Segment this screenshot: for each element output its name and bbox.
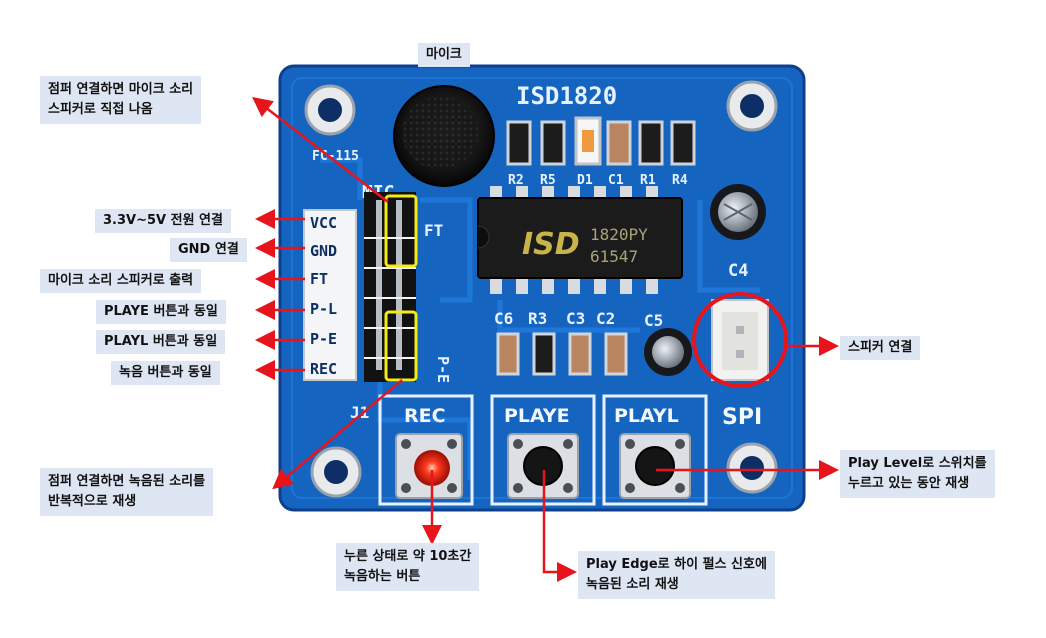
chip-brand: ISD: [522, 227, 580, 262]
board-model: FC-115: [312, 149, 359, 164]
ft-mark: FT: [424, 221, 443, 240]
pin-ft: FT: [310, 270, 328, 288]
spi-mark: SPI: [722, 405, 762, 430]
chip-lot: 61547: [590, 247, 638, 266]
play-level-line1: Play Level로 스위치를: [848, 456, 987, 471]
playe-button-label: PLAYE: [504, 405, 570, 427]
pin-rec: REC: [310, 360, 337, 378]
jumper-loop-label: 점퍼 연결하면 녹음된 소리를 반복적으로 재생: [40, 468, 214, 516]
ref-r1: R1: [640, 173, 656, 188]
rec-press-line1: 누른 상태로 약 10초간: [344, 549, 472, 564]
jumper-loop-line2: 반복적으로 재생: [48, 494, 137, 509]
isd1820-chip: ISD 1820PY 61547: [477, 186, 683, 294]
jumper-loop-line1: 점퍼 연결하면 녹음된 소리를: [48, 474, 206, 489]
pin-gnd: GND: [310, 242, 337, 260]
ref-c1: C1: [608, 173, 624, 188]
rec-button-label: REC: [404, 405, 446, 427]
jumper-mic-line1: 점퍼 연결하면 마이크 소리: [48, 82, 194, 97]
speaker-highlight-circle: [692, 292, 788, 388]
ref-c2: C2: [596, 309, 615, 328]
rec-press-label: 누른 상태로 약 10초간 녹음하는 버튼: [336, 543, 480, 591]
ref-r4: R4: [672, 173, 688, 188]
ref-c6: C6: [494, 309, 513, 328]
jumper-ft-highlight: [384, 194, 418, 268]
ft-label: 마이크 소리 스피커로 출력: [40, 269, 202, 293]
chip-part: 1820PY: [590, 225, 648, 244]
pin-pl: P-L: [310, 300, 337, 318]
speaker-connector: [711, 299, 769, 381]
ref-c5: C5: [644, 311, 663, 330]
playl-button-label: PLAYL: [614, 405, 679, 427]
ref-r5: R5: [540, 173, 556, 188]
board-title: ISD1820: [516, 82, 617, 110]
play-edge-line2: 녹음된 소리 재생: [586, 577, 679, 592]
j1-mark: J1: [350, 403, 369, 422]
play-edge-label: Play Edge로 하이 펄스 신호에 녹음된 소리 재생: [578, 551, 775, 599]
pe-mark: P-E: [434, 356, 452, 383]
ref-r3: R3: [528, 309, 547, 328]
play-level-label: Play Level로 스위치를 누르고 있는 동안 재생: [840, 450, 995, 498]
microphone: [393, 85, 495, 187]
ref-c4: C4: [728, 261, 748, 281]
capacitor-c4: [710, 184, 766, 240]
play-level-line2: 누르고 있는 동안 재생: [848, 476, 970, 491]
ref-c3: C3: [566, 309, 585, 328]
play-edge-line1: Play Edge로 하이 펄스 신호에: [586, 557, 767, 572]
pin-vcc: VCC: [310, 214, 337, 232]
rec-led-icon: [414, 450, 450, 486]
top-smd-parts: [506, 116, 696, 166]
rec-label: 녹음 버튼과 동일: [111, 361, 220, 385]
vcc-label: 3.3V~5V 전원 연결: [95, 209, 231, 233]
ref-r2: R2: [508, 173, 524, 188]
playl-button[interactable]: [619, 433, 691, 499]
pin-pe: P-E: [310, 330, 337, 348]
jumper-mic-line2: 스피커로 직접 나옴: [48, 102, 153, 117]
jumper-mic-label: 점퍼 연결하면 마이크 소리 스피커로 직접 나옴: [40, 76, 202, 124]
middle-smd-parts: [496, 328, 692, 376]
gnd-label: GND 연결: [170, 238, 247, 262]
pl-label: PLAYE 버튼과 동일: [96, 300, 226, 324]
mic-label: 마이크: [418, 43, 470, 67]
speaker-label: 스피커 연결: [840, 336, 921, 360]
playe-button[interactable]: [507, 433, 579, 499]
ref-d1: D1: [577, 173, 593, 188]
pe-label: PLAYL 버튼과 동일: [96, 330, 226, 354]
rec-button[interactable]: [395, 433, 463, 499]
rec-press-line2: 녹음하는 버튼: [344, 569, 421, 584]
pin-header: [303, 192, 416, 382]
